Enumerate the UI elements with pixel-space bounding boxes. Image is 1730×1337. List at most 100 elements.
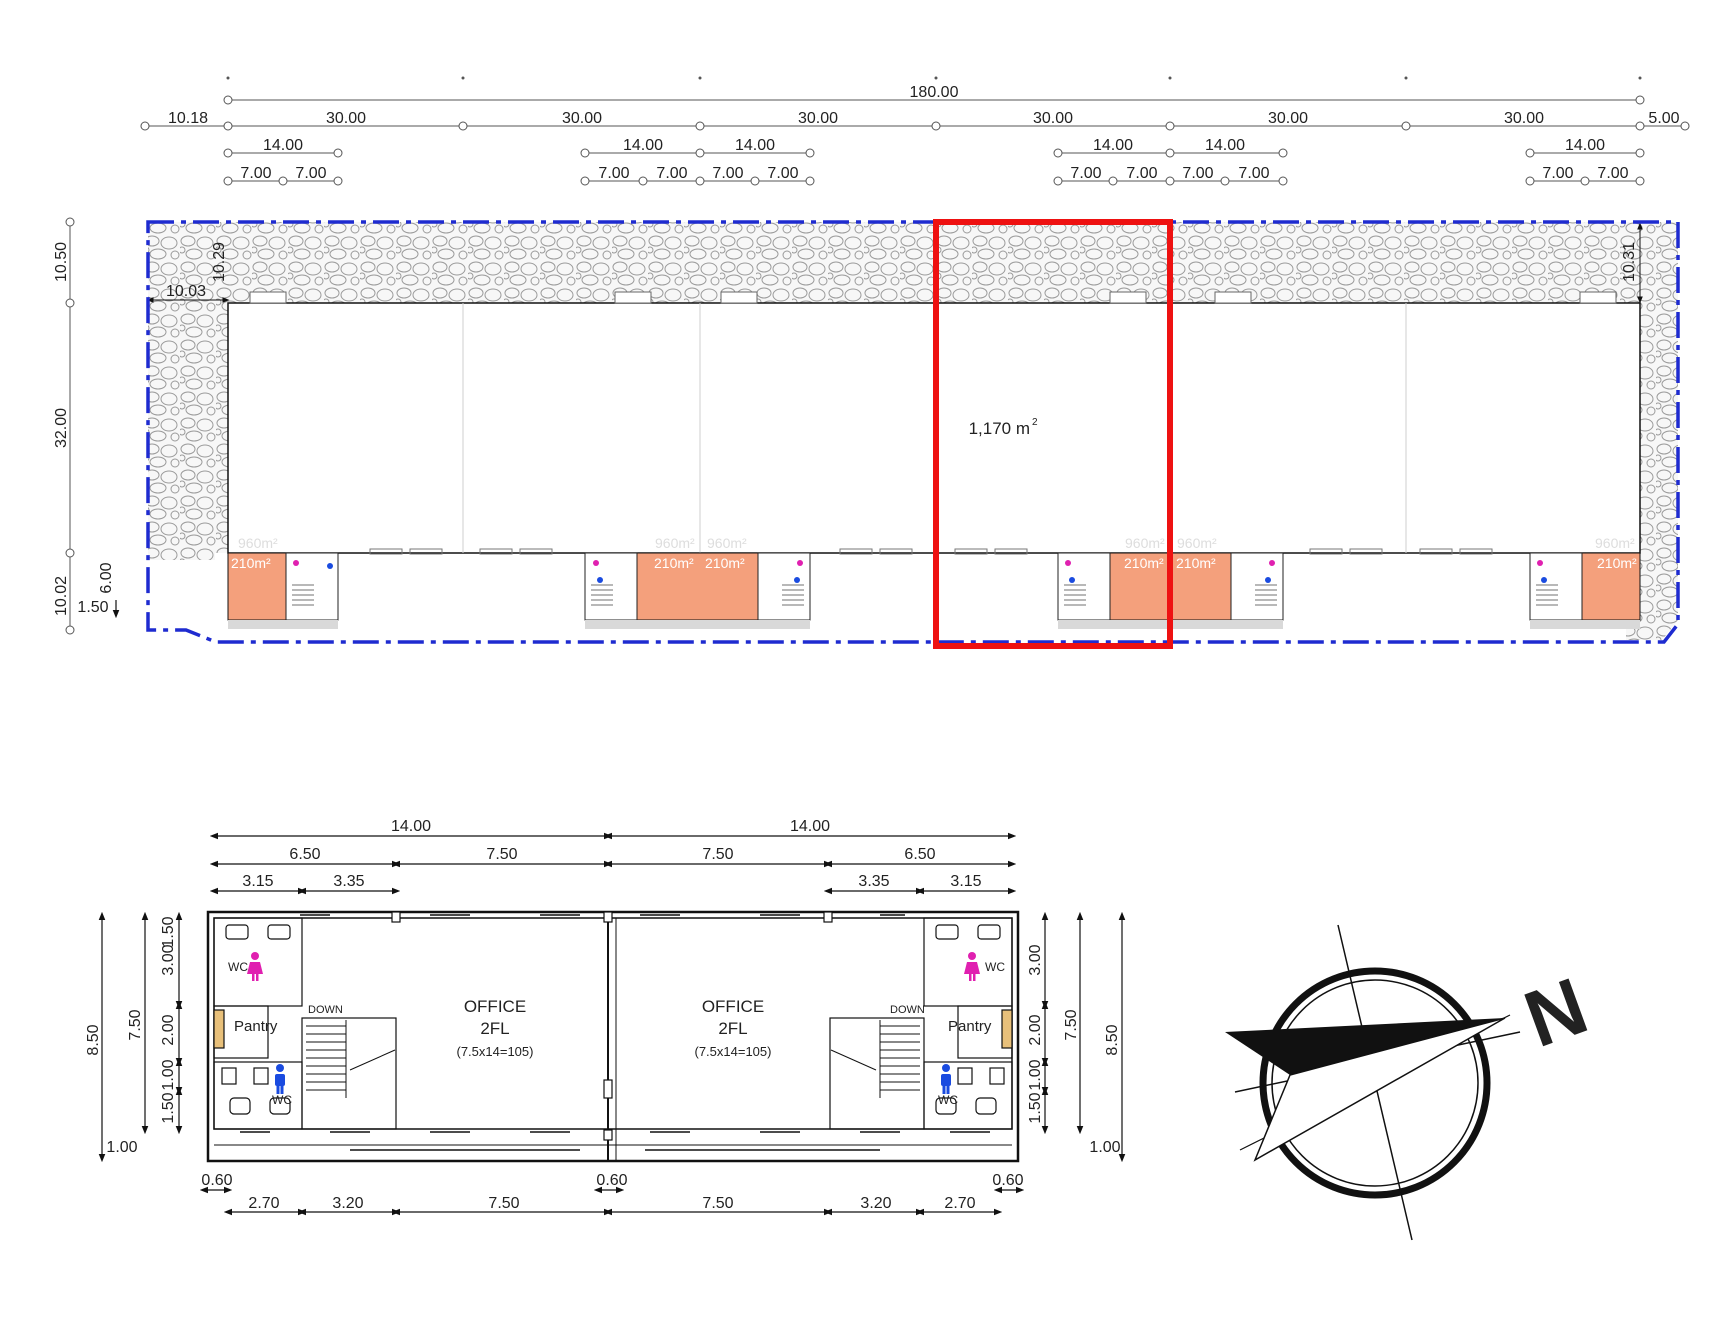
- office-dim-inner-right: 7.50: [1063, 1009, 1080, 1040]
- dim-double-2: 14.00: [623, 137, 663, 154]
- dim-depth-office: 6.00: [98, 562, 115, 593]
- office-dim-part-b-left: 3.35: [333, 873, 364, 890]
- office-dim-wall-mid: 0.60: [596, 1172, 627, 1189]
- office-area-label: 210m²: [1597, 555, 1637, 571]
- unit-area-label: 960m²: [707, 535, 747, 551]
- office-floor-plan: 14.00 14.00 6.50 7.50 7.50 6.50 3.15 3.3…: [85, 818, 1126, 1216]
- office-dim-wc-top-left: 3.00: [160, 944, 177, 975]
- office-dim-b-b-left: 3.20: [332, 1195, 363, 1212]
- site-boundary: [146, 220, 1680, 644]
- office-dim-bottom-left: 1.00: [106, 1139, 137, 1156]
- dim-bay-5: 30.00: [1268, 110, 1308, 127]
- site-dimension-ticks: [226, 76, 1642, 80]
- dim-double-3: 14.00: [735, 137, 775, 154]
- left-wc-bottom-label: WC: [272, 1093, 292, 1107]
- highlighted-unit-area-sup: 2: [1032, 417, 1038, 428]
- dim-depth-top: 10.50: [53, 242, 70, 282]
- left-male-icon: [275, 1064, 285, 1094]
- right-pantry-label: Pantry: [948, 1018, 992, 1035]
- right-stair: [830, 1020, 920, 1098]
- left-wc-top-label: WC: [228, 960, 248, 974]
- dim-depth-front: 10.02: [53, 576, 70, 616]
- rear-doors: [249, 291, 1617, 304]
- left-stair-down-label: DOWN: [308, 1004, 343, 1016]
- dim-half: 7.00: [240, 165, 271, 182]
- left-pantry-label: Pantry: [234, 1018, 278, 1035]
- dim-half: 7.00: [767, 165, 798, 182]
- office-area-label: 210m²: [654, 555, 694, 571]
- left-female-icon: [247, 952, 263, 981]
- dim-half: 7.00: [1542, 165, 1573, 182]
- gravel-landscape: [148, 222, 1678, 640]
- unit-area-label: 960m²: [1125, 535, 1165, 551]
- dim-half: 7.00: [1126, 165, 1157, 182]
- office-side-dims: [98, 911, 1126, 1163]
- office-dim-top-margin-left: 1.50: [160, 916, 177, 947]
- left-office-floor: 2FL: [480, 1019, 509, 1038]
- office-dim-inner-left: 7.50: [127, 1009, 144, 1040]
- dim-depth-walk: 1.50: [77, 599, 108, 616]
- office-dim-b-b-right: 3.20: [860, 1195, 891, 1212]
- compass-north-label: N: [1513, 961, 1598, 1064]
- office-dim-b-a-right: 2.70: [944, 1195, 975, 1212]
- site-plan: 180.00 10.18 30.00 30.00 30.00 30.00 30.…: [53, 76, 1690, 649]
- office-bottom-dims: [199, 1186, 1025, 1216]
- office-dim-height-left: 8.50: [85, 1024, 102, 1055]
- office-columns: [391, 911, 833, 1141]
- office-dim-pantry-right: 2.00: [1027, 1014, 1044, 1045]
- office-dim-b-a-left: 2.70: [248, 1195, 279, 1212]
- office-dim-part-a-left: 3.15: [242, 873, 273, 890]
- dim-half: 7.00: [1597, 165, 1628, 182]
- highlighted-unit[interactable]: [933, 219, 1173, 649]
- dim-double-4: 14.00: [1093, 137, 1133, 154]
- highlighted-unit-area: 1,170 m: [969, 419, 1030, 438]
- office-area-label: 210m²: [1176, 555, 1216, 571]
- left-office-label: OFFICE: [464, 997, 526, 1016]
- right-wc-top-label: WC: [985, 960, 1005, 974]
- front-doors: [369, 548, 1493, 555]
- office-dim-height-right: 8.50: [1104, 1024, 1121, 1055]
- office-core-stairs: [292, 584, 1558, 606]
- office-wc-markers: [293, 560, 1547, 583]
- office-dim-stair-right: 1.00: [1027, 1059, 1044, 1090]
- dim-half: 7.00: [1238, 165, 1269, 182]
- dim-half: 7.00: [656, 165, 687, 182]
- dim-half: 7.00: [1070, 165, 1101, 182]
- office-dim-part-a-right: 3.15: [950, 873, 981, 890]
- office-walls: [206, 910, 1020, 1163]
- left-core: [213, 917, 397, 1130]
- dim-half: 7.00: [1182, 165, 1213, 182]
- office-dim-pantry-left: 2.00: [160, 1014, 177, 1045]
- dim-half: 7.00: [295, 165, 326, 182]
- left-stair: [306, 1020, 396, 1098]
- dim-bay-6: 30.00: [1504, 110, 1544, 127]
- unit-area-label: 960m²: [238, 535, 278, 551]
- dim-bay-3: 30.00: [798, 110, 838, 127]
- office-dim-bottom-right: 1.00: [1089, 1139, 1120, 1156]
- office-area-label: 210m²: [1124, 555, 1164, 571]
- office-dim-wall-left: 0.60: [201, 1172, 232, 1189]
- dim-bay-2: 30.00: [562, 110, 602, 127]
- right-wc-bottom-label: WC: [938, 1093, 958, 1107]
- office-dim-mid-bottom-right: 7.50: [702, 1195, 733, 1212]
- office-area-label: 210m²: [231, 555, 271, 571]
- north-compass-icon: N: [1225, 924, 1598, 1241]
- office-area-label: 210m²: [705, 555, 745, 571]
- office-dim-wc-top-right: 3.00: [1027, 944, 1044, 975]
- office-dim-part-b-right: 3.35: [858, 873, 889, 890]
- unit-area-label: 960m²: [1595, 535, 1635, 551]
- right-stair-down-label: DOWN: [890, 1004, 925, 1016]
- dim-depth-main: 32.00: [53, 408, 70, 448]
- office-dim-stair-left: 1.00: [160, 1059, 177, 1090]
- office-dim-side-left: 6.50: [289, 846, 320, 863]
- dim-setback-left-h: 10.03: [166, 283, 206, 300]
- dim-right-offset: 5.00: [1648, 110, 1679, 127]
- right-office-area: (7.5x14=105): [695, 1044, 772, 1059]
- right-office-label: OFFICE: [702, 997, 764, 1016]
- right-female-icon: [964, 952, 980, 981]
- right-office-floor: 2FL: [718, 1019, 747, 1038]
- office-dim-total-right: 14.00: [790, 818, 830, 835]
- office-top-dims: [209, 832, 1017, 895]
- dim-bay-1: 30.00: [326, 110, 366, 127]
